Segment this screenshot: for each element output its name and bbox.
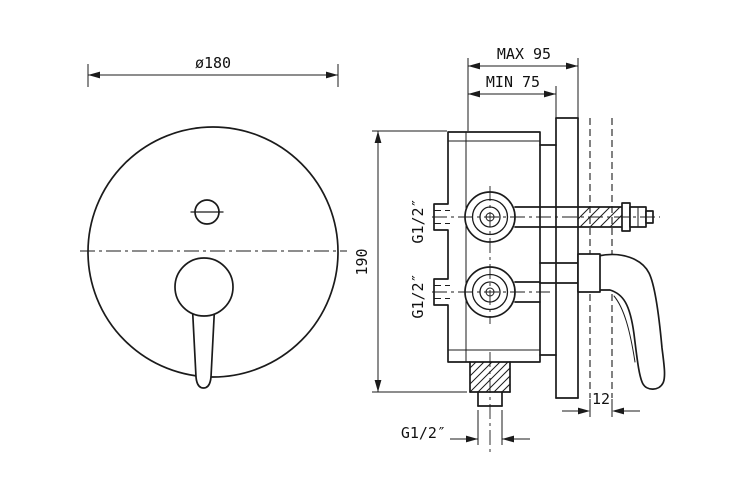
label-max-depth: MAX 95 [497,45,551,63]
side-handle-lever-detail [613,295,636,363]
front-plate-circle [87,126,339,378]
dim-min-depth: MIN 75 [468,73,557,118]
handle-mount [577,253,601,293]
side-centerlines [432,186,660,452]
label-outlet-thread: G1/2″ [401,424,446,442]
label-bottom-inlet-thread: G1/2″ [409,273,427,318]
dim-height: 190 [353,130,467,393]
front-handle-lever [191,308,216,389]
arrowhead-left [466,435,478,443]
arrowhead-right [326,71,338,79]
front-handle-hub [174,257,234,317]
arrowhead-left [468,62,480,70]
outlet-thread-hatch [469,361,511,393]
label-top-inlet-thread: G1/2″ [409,198,427,243]
arrowhead-top [374,131,382,143]
arrowhead-left [578,407,590,415]
arrowhead-bottom [374,380,382,392]
front-view: ø180 [80,54,347,389]
wall-hidden-lines [589,118,613,398]
dim-max-depth: MAX 95 [467,45,579,131]
arrowhead-left [88,71,100,79]
label-wall-thickness: 12 [592,390,610,408]
dim-front-diameter: ø180 [87,54,339,87]
label-min-depth: MIN 75 [486,73,540,91]
dim-wall-thickness: 12 [562,390,640,417]
arrowhead-right [612,407,624,415]
arrowhead-right [544,90,556,98]
mounting-plate [555,117,579,399]
dim-outlet-thread: G1/2″ [401,410,530,445]
valve-body [433,131,541,363]
side-view: MAX 95 MIN 75 190 [353,45,666,452]
arrowhead-left [468,90,480,98]
arrowhead-right [502,435,514,443]
label-height: 190 [353,248,371,275]
inlet-hidden-thread-lines [434,209,450,300]
side-handle-lever [597,253,666,390]
arrowhead-right [566,62,578,70]
label-front-diameter: ø180 [195,54,231,72]
